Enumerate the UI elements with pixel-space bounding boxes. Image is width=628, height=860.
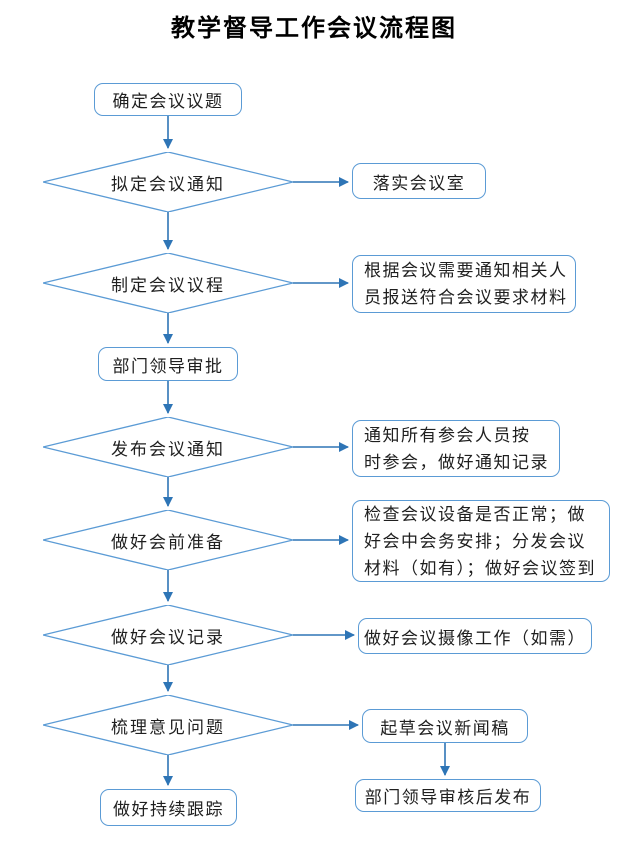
node-request-materials: 根据会议需要通知相关人 员报送符合会议要求材料 xyxy=(352,255,576,313)
node-label: 根据会议需要通知相关人 员报送符合会议要求材料 xyxy=(364,261,568,307)
diamond-shape xyxy=(43,253,293,313)
node-label: 做好持续跟踪 xyxy=(113,800,224,819)
node-meeting-minutes: 做好会议记录 xyxy=(43,605,293,665)
node-review-publish: 部门领导审核后发布 xyxy=(355,779,541,812)
diamond-shape xyxy=(43,510,293,570)
node-label: 部门领导审核后发布 xyxy=(364,788,532,807)
node-label: 做好会议摄像工作（如需） xyxy=(364,628,586,648)
node-prep-details: 检查会议设备是否正常；做 好会中会务安排；分发会议 材料（如有）；做好会议签到 xyxy=(352,500,610,582)
node-label: 制定会议议程 xyxy=(111,275,225,295)
node-video-recording: 做好会议摄像工作（如需） xyxy=(358,618,592,654)
node-label: 做好会议记录 xyxy=(111,627,225,647)
node-draft-notice: 拟定会议通知 xyxy=(43,152,293,212)
node-publish-notice: 发布会议通知 xyxy=(43,417,293,477)
node-label: 部门领导审批 xyxy=(112,356,224,376)
node-sort-issues: 梳理意见问题 xyxy=(43,695,293,755)
node-follow-up: 做好持续跟踪 xyxy=(100,789,237,826)
diamond-shape xyxy=(43,417,293,477)
diamond-shape xyxy=(43,695,293,755)
node-arrange-room: 落实会议室 xyxy=(352,163,486,199)
node-draft-news: 起草会议新闻稿 xyxy=(362,709,528,743)
node-label: 通知所有参会人员按 时参会，做好通知记录 xyxy=(364,425,549,472)
node-pre-meeting-prep: 做好会前准备 xyxy=(43,510,293,570)
diamond-shape xyxy=(43,152,293,212)
node-label: 梳理意见问题 xyxy=(111,717,225,737)
node-label: 做好会前准备 xyxy=(111,532,225,552)
node-leader-approval: 部门领导审批 xyxy=(98,347,238,381)
node-set-agenda: 制定会议议程 xyxy=(43,253,293,313)
node-confirm-topic: 确定会议议题 xyxy=(94,83,242,116)
diamond-shape xyxy=(43,605,293,665)
node-label: 落实会议室 xyxy=(372,173,466,193)
page-title: 教学督导工作会议流程图 xyxy=(171,16,457,42)
node-notify-attendees: 通知所有参会人员按 时参会，做好通知记录 xyxy=(352,420,560,477)
node-label: 拟定会议通知 xyxy=(111,174,225,194)
node-label: 起草会议新闻稿 xyxy=(380,718,510,738)
node-label: 发布会议通知 xyxy=(111,439,225,459)
node-label: 检查会议设备是否正常；做 好会中会务安排；分发会议 材料（如有）；做好会议签到 xyxy=(364,504,596,578)
node-label: 确定会议议题 xyxy=(112,92,224,111)
